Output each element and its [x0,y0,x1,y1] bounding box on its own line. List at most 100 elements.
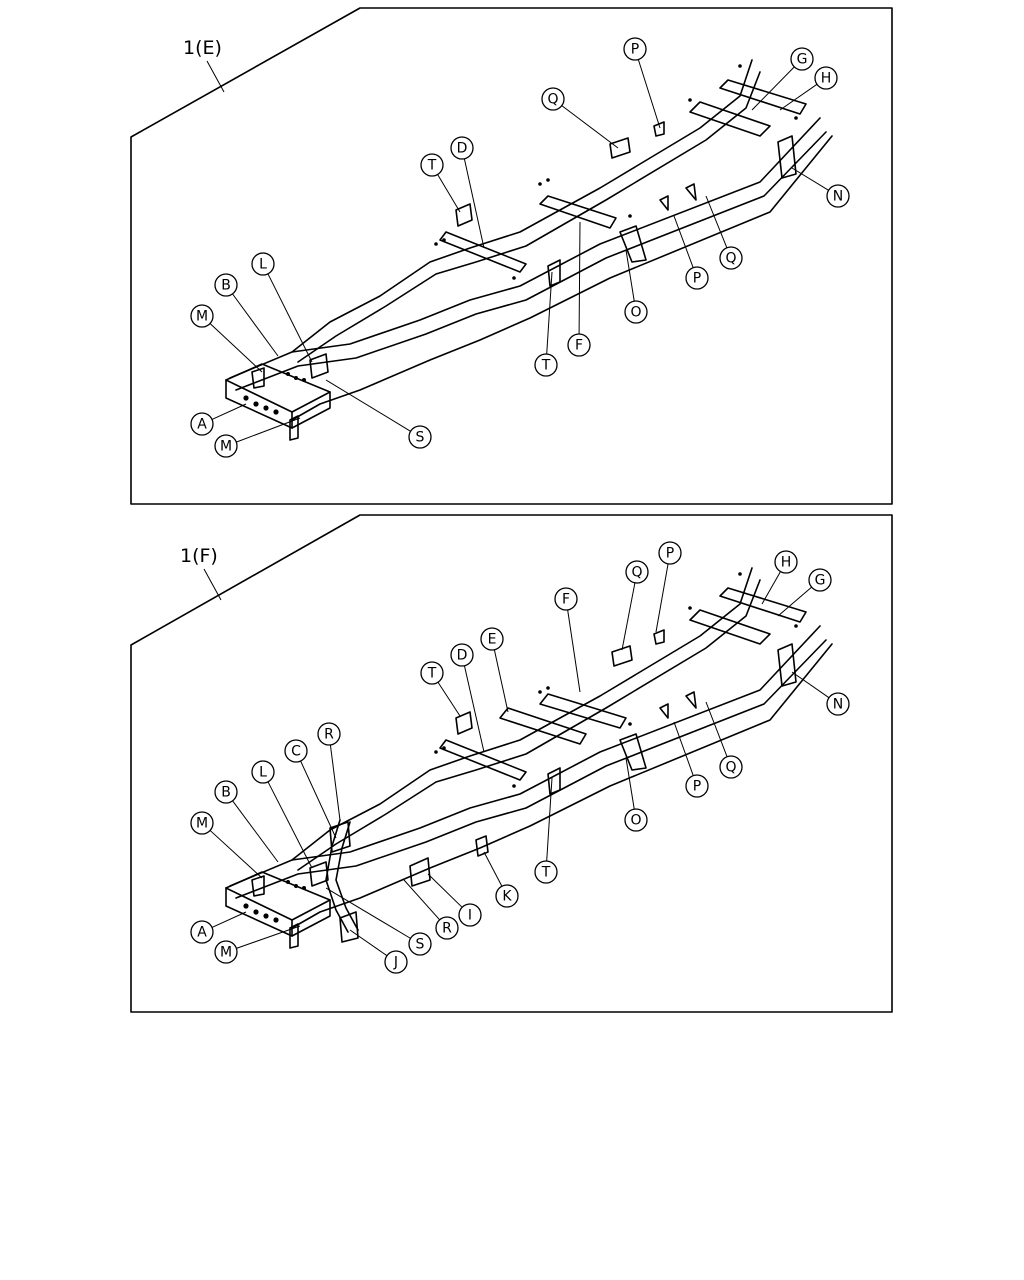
callout-label: N [833,189,843,205]
callout-label: M [196,309,208,325]
callout-circle [495,884,519,908]
callout-r: R [317,722,341,746]
frame-holes [243,64,798,415]
callout-circle [284,739,308,763]
callout-circle [623,37,647,61]
callout-label: L [259,765,267,781]
callout-label: M [220,439,232,455]
callout-circle [719,755,743,779]
callout-circle [541,87,565,111]
callout-label: Q [725,760,736,776]
callout-label: L [259,257,267,273]
leader-line-g [751,66,795,111]
callout-circle [190,811,214,835]
callout-label: B [221,278,231,294]
callout-h: H [814,66,838,90]
callout-circle [625,560,649,584]
callout-label: R [324,727,334,743]
callout-circle [814,66,838,90]
callout-label: Q [725,251,736,267]
callout-label: Q [547,92,558,108]
leader-line-a [211,403,247,420]
callout-label: P [666,546,674,562]
leader-line-j [349,929,388,957]
callout-circle [214,780,238,804]
leader-line-q [705,701,728,757]
callout-label: H [781,555,792,571]
callout-p: P [685,774,709,798]
callout-q: Q [719,755,743,779]
callout-label: I [468,908,472,924]
leader-line-m [209,323,263,373]
leader-line-t [546,271,553,355]
callout-circle [408,425,432,449]
title-leader [206,60,225,93]
callout-e: E [480,627,504,651]
leader-line-p [637,59,661,129]
callout-label: G [797,52,808,68]
callout-d: D [450,136,474,160]
callout-label: O [630,305,641,321]
callout-label: T [427,158,437,174]
callout-p: P [658,541,682,565]
callout-f: F [554,587,578,611]
callout-k: K [495,884,519,908]
panel-title: 1(E) [183,37,222,59]
callout-label: F [562,592,570,608]
leader-line-r [403,879,441,921]
callout-circle [685,266,709,290]
callout-label: P [693,271,701,287]
leader-line-s [325,379,411,432]
callout-label: D [457,141,468,157]
leader-line-t [437,174,461,213]
callout-p: P [685,266,709,290]
frame-holes [243,572,798,923]
callout-q: Q [625,560,649,584]
leader-line-m [209,830,263,879]
callout-m: M [214,434,238,458]
callout-label: G [815,573,826,589]
callout-label: A [197,417,207,433]
callout-label: O [630,813,641,829]
leader-line-a [211,911,247,928]
callout-a: A [190,920,214,944]
callout-f: F [567,333,591,357]
leader-line-o [625,249,635,302]
callout-label: N [833,697,843,713]
leader-line-f [567,609,581,693]
callout-label: Q [631,565,642,581]
leader-line-m [236,417,301,443]
leader-line-h [761,571,781,605]
callout-d: D [450,643,474,667]
callout-q: Q [541,87,565,111]
leader-line-r [329,744,341,821]
callout-circle [420,153,444,177]
callout-label: J [393,955,398,971]
leader-line-c [300,760,337,839]
callout-circle [624,300,648,324]
callout-label: R [442,921,452,937]
callout-circle [251,252,275,276]
callout-l: L [251,252,275,276]
callout-circle [408,932,432,956]
leader-line-m [236,925,301,949]
callout-label: B [221,785,231,801]
callout-circle [190,920,214,944]
callout-b: B [214,273,238,297]
callout-circle [685,774,709,798]
callout-j: J [384,950,408,974]
callout-i: I [458,903,482,927]
callout-t: T [420,153,444,177]
callout-s: S [408,425,432,449]
callout-circle [214,273,238,297]
leader-line-p [673,215,694,268]
leader-line-b [232,293,279,357]
panel-title: 1(F) [180,545,218,567]
callout-circle [808,568,832,592]
chassis-frame [225,59,833,441]
leader-line-q [561,105,619,149]
callout-circle [214,434,238,458]
leader-line-b [232,800,279,863]
